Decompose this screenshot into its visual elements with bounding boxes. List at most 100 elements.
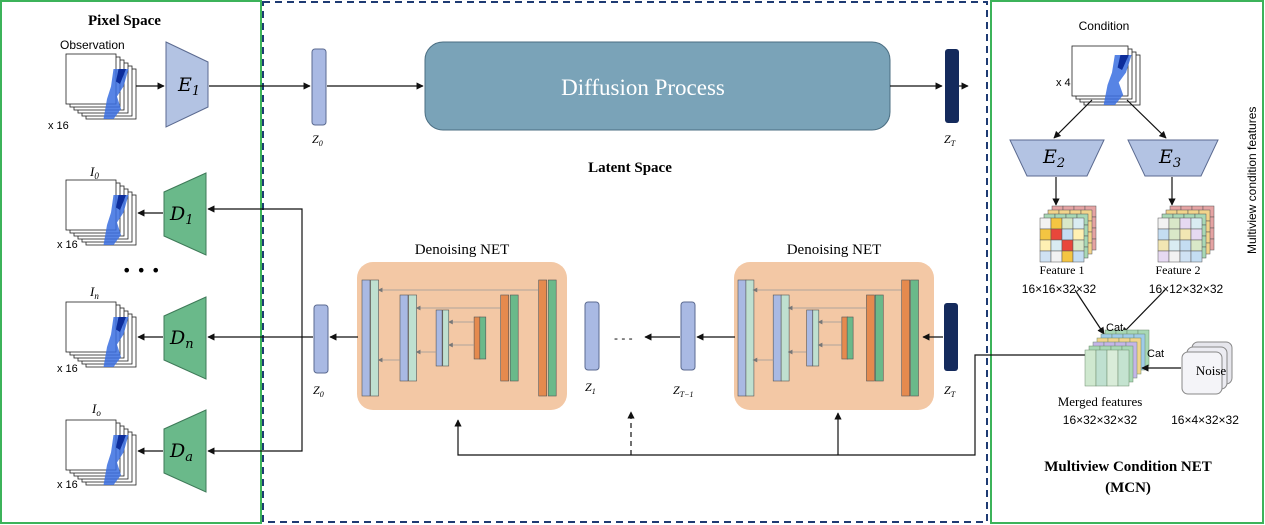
in-stack-radar-core <box>116 317 126 332</box>
unet-layer <box>866 294 875 382</box>
merged-features-cube <box>1084 329 1150 387</box>
arrow-z0-to-da <box>207 337 303 455</box>
merged-slice <box>1095 349 1108 387</box>
latent-space-title: Latent Space <box>588 160 672 176</box>
unet-layer <box>846 316 854 360</box>
obs-stack-radar-echo <box>103 69 129 119</box>
feature1-cell <box>1039 250 1052 263</box>
pixel-space-panel <box>0 0 262 524</box>
unet-2-layers <box>737 279 919 397</box>
in-stack-frame <box>65 301 117 353</box>
feature2-cell <box>1190 250 1203 263</box>
io-label: Io <box>91 401 101 418</box>
ellipsis-dots: • • • <box>122 261 160 280</box>
unet-layer <box>361 279 371 397</box>
unet-layer <box>874 294 884 382</box>
merged-slice <box>1084 349 1097 387</box>
z0-bottom-label: Z0 <box>313 383 324 399</box>
zt-bottom-latent <box>944 303 958 371</box>
pixel-space-title: Pixel Space <box>88 13 161 29</box>
e3-label: E3 <box>1158 146 1181 171</box>
obs-stack-frame <box>65 53 117 105</box>
dashes-label: - - - <box>614 331 633 345</box>
feature2-cell <box>1179 239 1192 252</box>
arrow-condition-to-e2 <box>1053 99 1093 139</box>
observation-label: Observation <box>60 38 125 52</box>
z0-top-latent <box>311 48 327 126</box>
feature2-cell <box>1157 250 1170 263</box>
z0-top-label: Z0 <box>312 132 323 148</box>
feature1-cell <box>1061 250 1074 263</box>
feature1-cell <box>1061 239 1074 252</box>
feature1-cell <box>1061 217 1074 230</box>
in-label: In <box>89 284 99 301</box>
unet-1-layers <box>361 279 557 397</box>
condition-label: Condition <box>1079 19 1130 33</box>
d1-label: D1 <box>169 203 194 228</box>
feature2-name: Feature 2 <box>1156 263 1201 277</box>
dn-label: Dn <box>169 327 194 352</box>
side-label: Multiview condition features <box>1245 107 1259 254</box>
unet-layer <box>772 294 782 382</box>
stack-0-multiplier: x 16 <box>48 120 69 132</box>
zt1-latent <box>680 301 696 371</box>
feature-1-cube <box>1039 205 1097 263</box>
merged-slice <box>1117 349 1130 387</box>
arrow-z0-to-d1 <box>207 205 303 337</box>
io-stack-radar-core <box>116 435 126 450</box>
decoder-d1 <box>163 172 207 256</box>
feature2-cell <box>1190 239 1203 252</box>
feature1-cell <box>1072 228 1085 241</box>
unet-layer <box>745 279 755 397</box>
feature2-cell <box>1157 239 1170 252</box>
merged-name: Merged features <box>1058 394 1143 409</box>
denoising-net-1 <box>357 262 567 410</box>
merged-dims: 16×32×32×32 <box>1063 413 1138 427</box>
stack-2-multiplier: x 16 <box>57 363 78 375</box>
feature2-cell <box>1157 228 1170 241</box>
encoder-e2 <box>1009 139 1105 177</box>
z1-latent <box>584 301 600 371</box>
unet-layer <box>370 279 379 397</box>
feature1-cell <box>1072 217 1085 230</box>
feature1-cell <box>1050 239 1063 252</box>
decoder-dn <box>163 296 207 380</box>
merged-slice <box>1106 349 1119 387</box>
mcn-title-line1: Multiview Condition NET <box>1044 459 1212 475</box>
zt1-label: ZT−1 <box>673 383 694 399</box>
feature-2-cube <box>1157 205 1215 263</box>
unet-layer <box>473 316 481 360</box>
feature2-cell <box>1168 217 1181 230</box>
feature2-cell <box>1168 239 1181 252</box>
i0-stack-frame <box>65 179 117 231</box>
e1-label: E1 <box>177 74 200 99</box>
feature2-cell <box>1179 217 1192 230</box>
diffusion-process-label: Diffusion Process <box>561 75 725 100</box>
unet-layer <box>806 309 813 367</box>
feature2-cell <box>1190 217 1203 230</box>
mcn-panel <box>990 0 1264 524</box>
noise-dims: 16×4×32×32 <box>1171 413 1239 427</box>
unet-layer <box>435 309 443 367</box>
unet-layer <box>901 279 910 397</box>
unet-layer <box>479 316 487 360</box>
zt-top-label: ZT <box>944 132 956 148</box>
feature1-cell <box>1072 250 1085 263</box>
unet-layer <box>442 309 450 367</box>
feature2-cell <box>1168 228 1181 241</box>
condition-stack-radar-core <box>1117 55 1129 70</box>
z1-label: Z1 <box>585 380 596 396</box>
noise-name: Noise <box>1196 363 1227 378</box>
feature1-cell <box>1039 239 1052 252</box>
unet-layer <box>509 294 519 382</box>
feature1-cell <box>1039 228 1052 241</box>
denoising-net-1-title: Denoising NET <box>415 242 510 258</box>
unet-layer <box>408 294 417 382</box>
feature2-cell <box>1168 250 1181 263</box>
feature1-name: Feature 1 <box>1040 263 1085 277</box>
feature1-cell <box>1050 217 1063 230</box>
cat-label-1: Cat <box>1106 322 1123 334</box>
condition-stack-radar-echo <box>1103 55 1132 105</box>
feature2-cell <box>1179 250 1192 263</box>
